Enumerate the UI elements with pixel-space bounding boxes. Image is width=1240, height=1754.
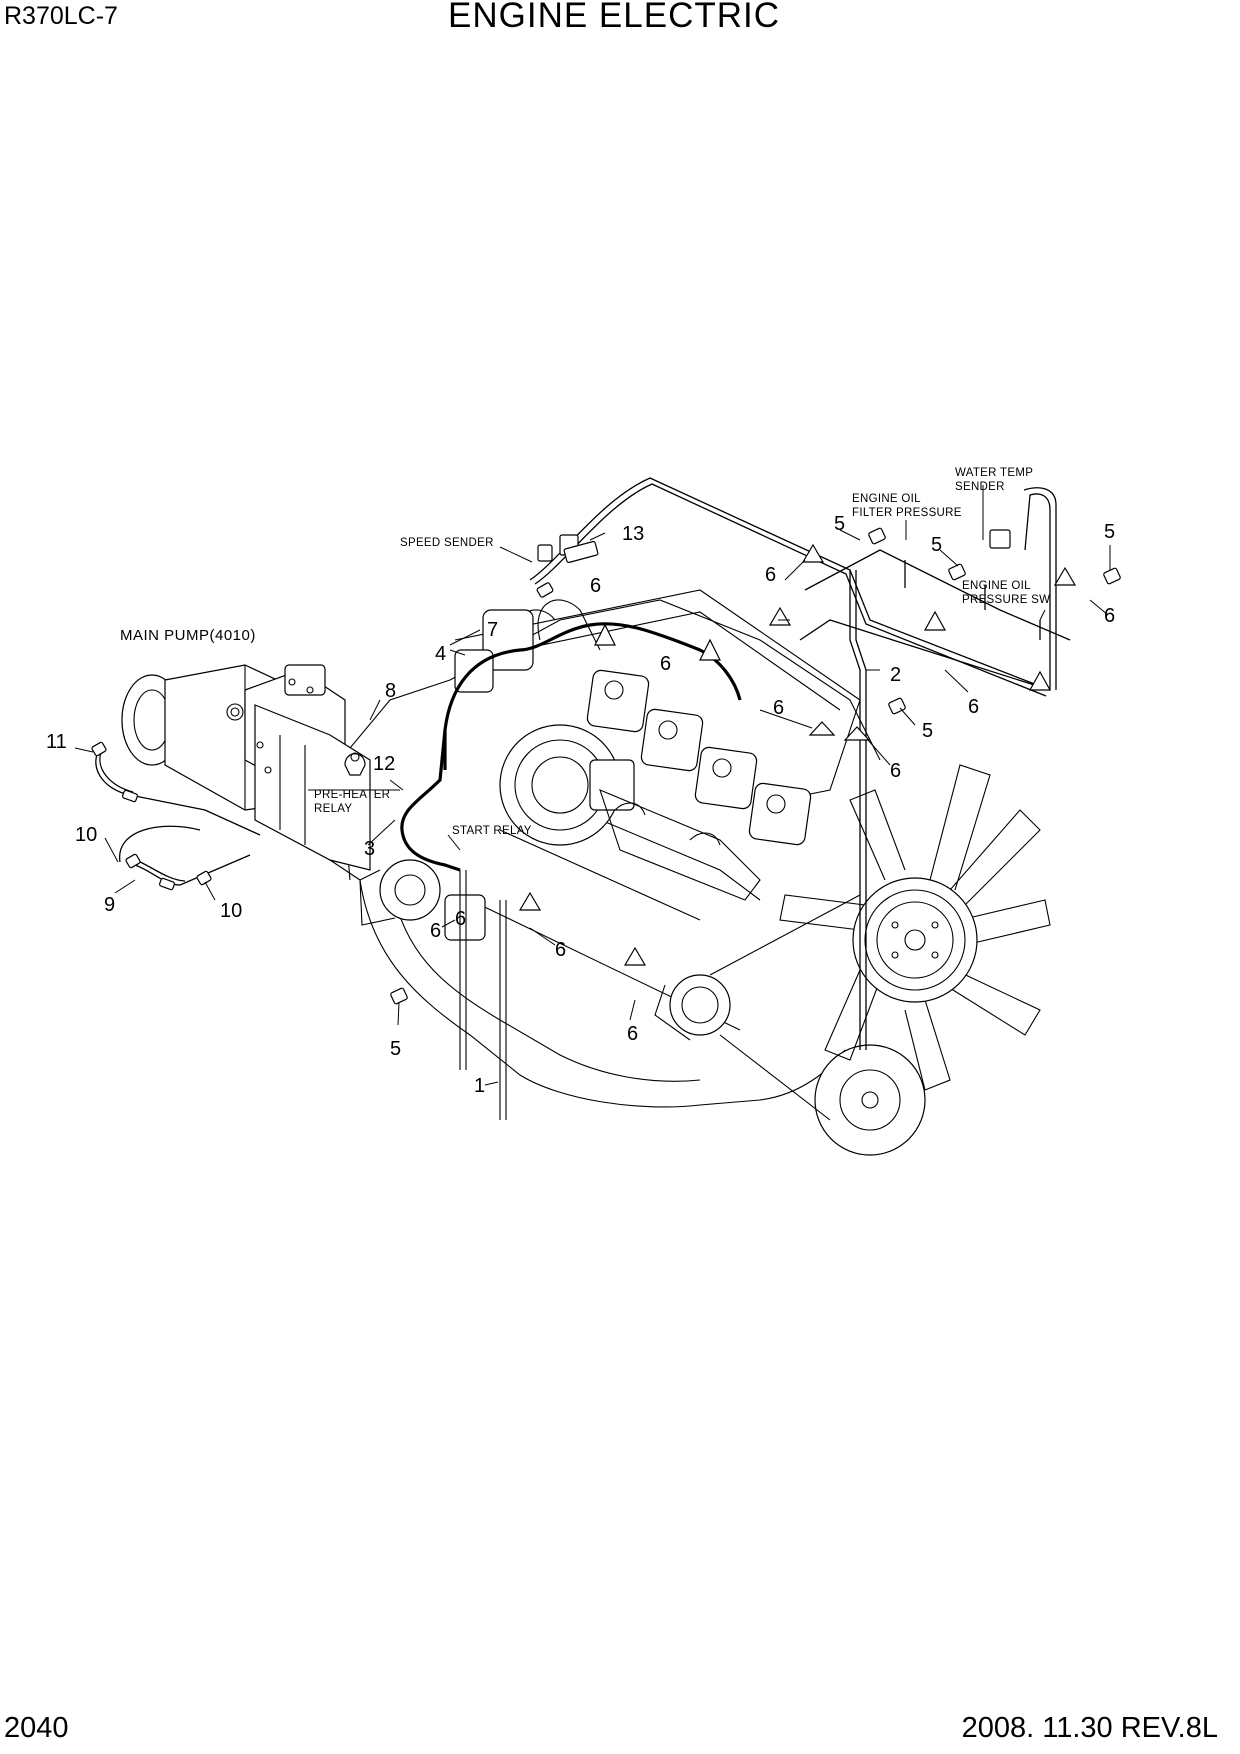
engine-oil-filter-label-2: FILTER PRESSURE [852, 507, 962, 519]
callout-6-k: 6 [455, 908, 466, 930]
turbocharger [499, 724, 635, 846]
callout-8: 8 [385, 680, 396, 702]
pre-heater-relay-label-1: PRE-HEATER [314, 789, 390, 801]
main-pump-label: MAIN PUMP(4010) [120, 627, 256, 644]
rocker-covers [586, 669, 812, 846]
callout-1: 1 [474, 1075, 485, 1097]
callout-5-e: 5 [390, 1038, 401, 1060]
callout-3: 3 [364, 838, 375, 860]
callout-6-c: 6 [660, 653, 671, 675]
harness-clamps [518, 543, 1077, 966]
callout-6-h: 6 [430, 920, 441, 942]
callout-5-c: 5 [1104, 521, 1115, 543]
engine-oil-pressure-label-2: PRESSURE SW [962, 594, 1050, 606]
callout-5-a: 5 [834, 513, 845, 535]
main-pump [121, 664, 371, 881]
revision-date: 2008. 11.30 REV.8L [961, 1712, 1218, 1744]
callout-5-d: 5 [922, 720, 933, 742]
callout-9: 9 [104, 894, 115, 916]
pre-heater-relay-label-2: RELAY [314, 803, 352, 815]
speed-sender-label: SPEED SENDER [400, 537, 494, 549]
engine-oil-filter-label-1: ENGINE OIL [852, 493, 921, 505]
engine-oil-pressure-label-1: ENGINE OIL [962, 580, 1031, 592]
main-harness [400, 622, 742, 1120]
callout-10-b: 10 [220, 900, 242, 922]
callout-5-b: 5 [931, 534, 942, 556]
callout-6-j: 6 [627, 1023, 638, 1045]
callout-11: 11 [46, 731, 67, 753]
pump-sensor-wiring [91, 741, 261, 891]
part-callouts: 1 2 3 4 5 5 5 5 5 6 6 6 6 6 6 6 6 6 6 6 … [46, 513, 1115, 1097]
cooling-fan [779, 764, 1051, 1091]
callout-6-g: 6 [890, 760, 901, 782]
callout-6-d: 6 [1104, 605, 1115, 627]
callout-6-f: 6 [773, 697, 784, 719]
callout-10-a: 10 [75, 824, 97, 846]
engine-block [339, 589, 926, 1156]
sensors [344, 527, 1121, 1005]
callout-6-a: 6 [590, 575, 601, 597]
callout-6-b: 6 [765, 564, 776, 586]
starter-motor [359, 859, 486, 941]
callout-6-e: 6 [968, 696, 979, 718]
callout-4: 4 [435, 643, 446, 665]
page-title: ENGINE ELECTRIC [448, 0, 780, 35]
model-number: R370LC-7 [4, 2, 118, 30]
callout-13: 13 [622, 523, 644, 545]
callout-2: 2 [890, 664, 901, 686]
callout-6-i: 6 [555, 939, 566, 961]
leader-lines [74, 485, 1111, 1086]
start-relay-label: START RELAY [452, 825, 532, 837]
page-number: 2040 [4, 1712, 69, 1744]
upper-tube-harness [529, 477, 1071, 1050]
water-temp-sender-label-1: WATER TEMP [955, 467, 1033, 479]
callout-12: 12 [373, 753, 395, 775]
water-temp-sender-label-2: SENDER [955, 481, 1005, 493]
callout-7: 7 [487, 619, 498, 641]
alternator [654, 974, 731, 1041]
